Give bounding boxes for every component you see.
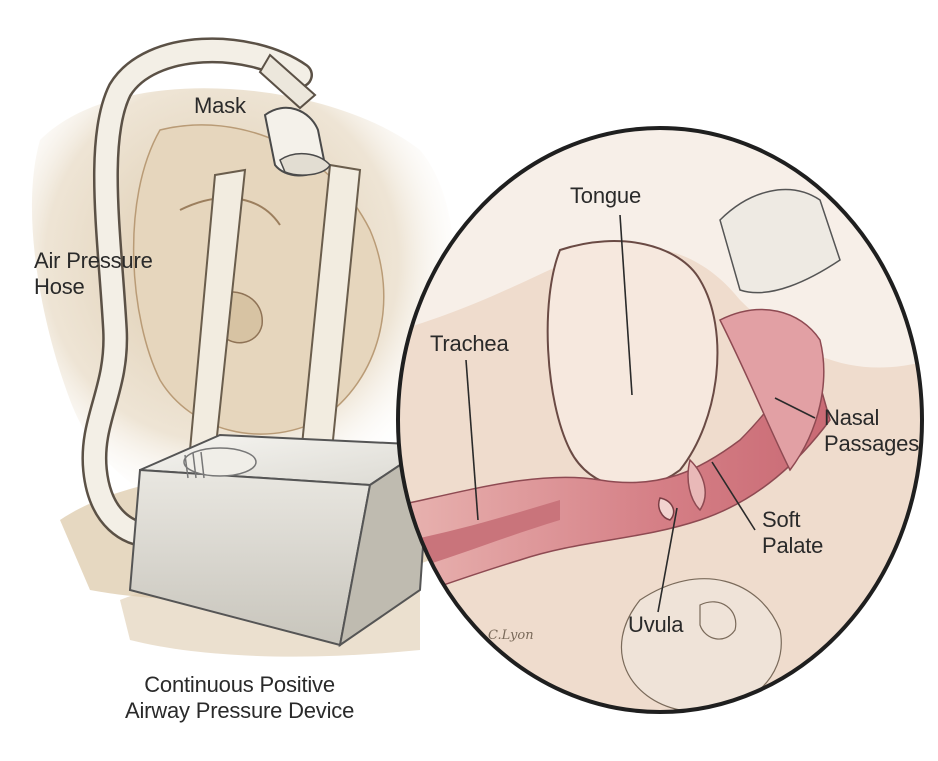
label-device-line1: Continuous Positive bbox=[125, 672, 354, 698]
label-soft-palate: Soft Palate bbox=[762, 507, 823, 559]
label-nasal-line1: Nasal bbox=[824, 405, 919, 431]
label-cpap-device: Continuous Positive Airway Pressure Devi… bbox=[125, 672, 354, 724]
label-trachea: Trachea bbox=[430, 331, 509, 357]
label-device-line2: Airway Pressure Device bbox=[125, 698, 354, 724]
label-tongue: Tongue bbox=[570, 183, 641, 209]
label-nasal-passages: Nasal Passages bbox=[824, 405, 919, 457]
artist-signature: C.Lyon bbox=[488, 628, 534, 643]
label-air-pressure-hose-line1: Air Pressure bbox=[34, 248, 153, 274]
label-soft-line2: Palate bbox=[762, 533, 823, 559]
label-air-pressure-hose: Air Pressure Hose bbox=[34, 248, 153, 300]
label-nasal-line2: Passages bbox=[824, 431, 919, 457]
label-soft-line1: Soft bbox=[762, 507, 823, 533]
label-air-pressure-hose-line2: Hose bbox=[34, 274, 153, 300]
label-mask: Mask bbox=[194, 93, 246, 119]
label-uvula: Uvula bbox=[628, 612, 683, 638]
